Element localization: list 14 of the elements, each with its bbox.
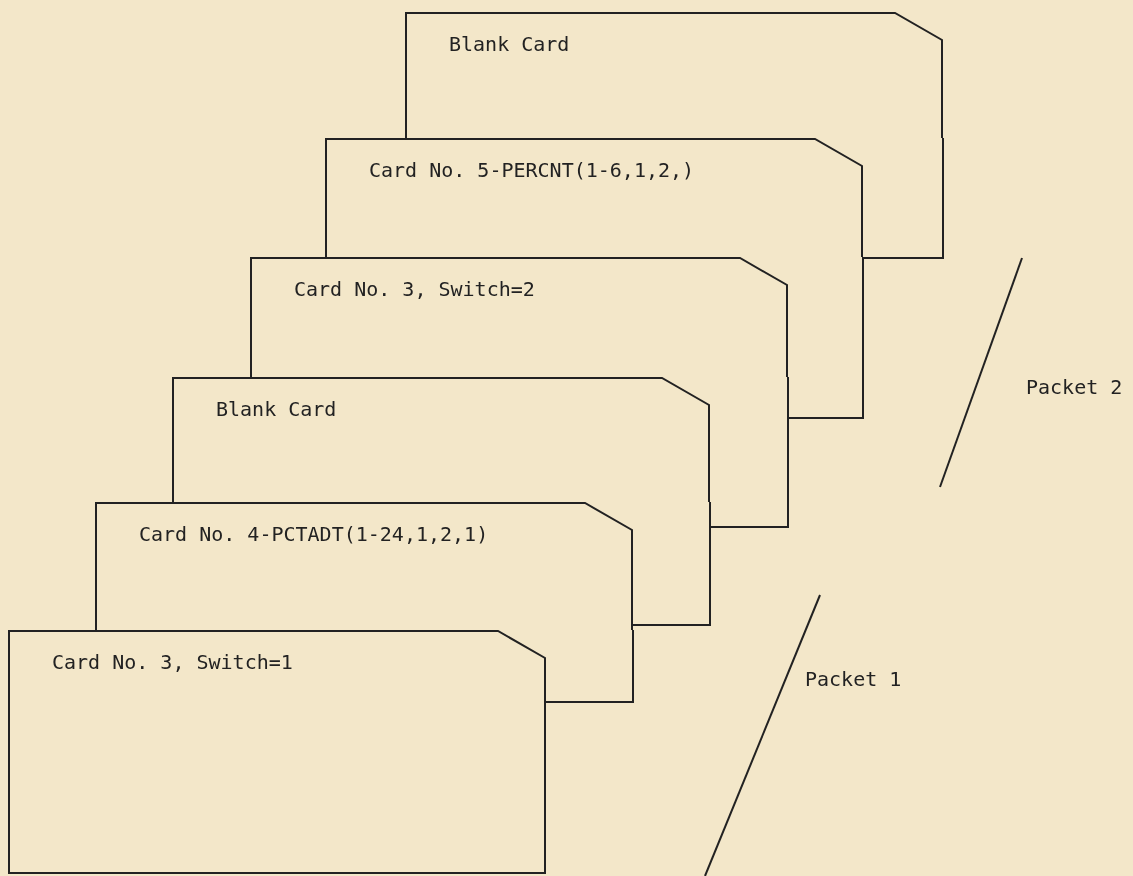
packet-label: Packet 2	[1026, 375, 1123, 399]
punch-card	[8, 630, 546, 874]
packet-label: Packet 1	[805, 667, 902, 691]
card-label: Card No. 4-PCTADT(1-24,1,2,1)	[139, 522, 489, 546]
punch-card	[405, 12, 943, 138]
punch-card	[95, 502, 633, 630]
punch-card	[325, 138, 863, 257]
punch-card	[172, 377, 710, 502]
card-label: Card No. 3, Switch=1	[52, 650, 293, 674]
punch-card	[250, 257, 788, 377]
card-label: Card No. 3, Switch=2	[294, 277, 535, 301]
card-label: Blank Card	[449, 32, 570, 56]
card-label: Card No. 5-PERCNT(1-6,1,2,)	[369, 158, 695, 182]
card-label: Blank Card	[216, 397, 337, 421]
